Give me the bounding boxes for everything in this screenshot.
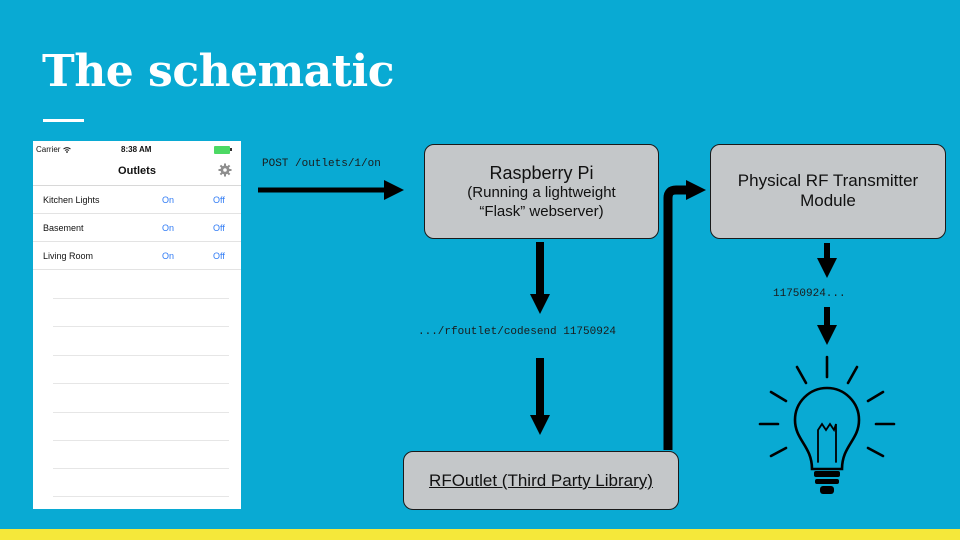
lightbulb-icon bbox=[758, 355, 896, 471]
transmitter-line1: Physical RF Transmitter bbox=[737, 171, 919, 190]
nav-bar: Outlets bbox=[33, 157, 241, 186]
post-label: POST /outlets/1/on bbox=[262, 158, 381, 170]
status-bar: Carrier 8:38 AM bbox=[33, 141, 241, 157]
wifi-icon bbox=[62, 146, 71, 153]
outlet-name: Basement bbox=[43, 223, 84, 233]
on-button[interactable]: On bbox=[162, 195, 175, 205]
battery-tip bbox=[230, 148, 232, 151]
empty-row-divider bbox=[53, 326, 229, 327]
status-time: 8:38 AM bbox=[121, 145, 152, 154]
empty-row-divider bbox=[53, 468, 229, 469]
off-button[interactable]: Off bbox=[213, 251, 225, 261]
rf-transmitter-box: Physical RF Transmitter Module bbox=[710, 144, 946, 239]
raspberry-pi-title: Raspberry Pi bbox=[489, 163, 594, 183]
rfoutlet-label[interactable]: RFOutlet (Third Party Library) bbox=[429, 471, 653, 490]
bulb-base bbox=[814, 471, 840, 477]
outlet-name: Kitchen Lights bbox=[43, 195, 100, 205]
empty-row-divider bbox=[53, 383, 229, 384]
raspberry-pi-subtitle-line1: (Running a lightweight bbox=[467, 184, 616, 201]
phone-screenshot: Carrier 8:38 AM Outlets Kitchen Lights O… bbox=[33, 141, 241, 509]
empty-row-divider bbox=[53, 412, 229, 413]
outlet-row: Living Room On Off bbox=[33, 241, 241, 270]
transmitter-line2: Module bbox=[800, 191, 856, 210]
slide-title: The schematic bbox=[42, 46, 395, 97]
bulb-base bbox=[815, 479, 839, 484]
outlet-name: Living Room bbox=[43, 251, 94, 261]
battery-icon bbox=[214, 146, 230, 154]
bulb-base bbox=[820, 486, 834, 494]
gear-icon[interactable] bbox=[218, 163, 232, 177]
title-underline bbox=[43, 119, 84, 122]
raspberry-pi-subtitle-line2: “Flask” webserver) bbox=[479, 203, 604, 220]
carrier-label: Carrier bbox=[36, 145, 71, 154]
on-button[interactable]: On bbox=[162, 223, 175, 233]
outlet-row: Basement On Off bbox=[33, 213, 241, 242]
empty-row-divider bbox=[53, 355, 229, 356]
empty-row-divider bbox=[53, 440, 229, 441]
raspberry-pi-box: Raspberry Pi (Running a lightweight “Fla… bbox=[424, 144, 659, 239]
off-button[interactable]: Off bbox=[213, 223, 225, 233]
nav-title: Outlets bbox=[118, 165, 156, 177]
bottom-accent-bar bbox=[0, 529, 960, 540]
empty-row-divider bbox=[53, 298, 229, 299]
on-button[interactable]: On bbox=[162, 251, 175, 261]
rfoutlet-box: RFOutlet (Third Party Library) bbox=[403, 451, 679, 510]
empty-row-divider bbox=[53, 496, 229, 497]
rfoutlet-to-transmitter-arrow bbox=[663, 180, 706, 450]
outlet-row: Kitchen Lights On Off bbox=[33, 185, 241, 214]
off-button[interactable]: Off bbox=[213, 195, 225, 205]
rf-code-label: 11750924... bbox=[773, 288, 846, 300]
codesend-label: .../rfoutlet/codesend 11750924 bbox=[418, 326, 617, 338]
